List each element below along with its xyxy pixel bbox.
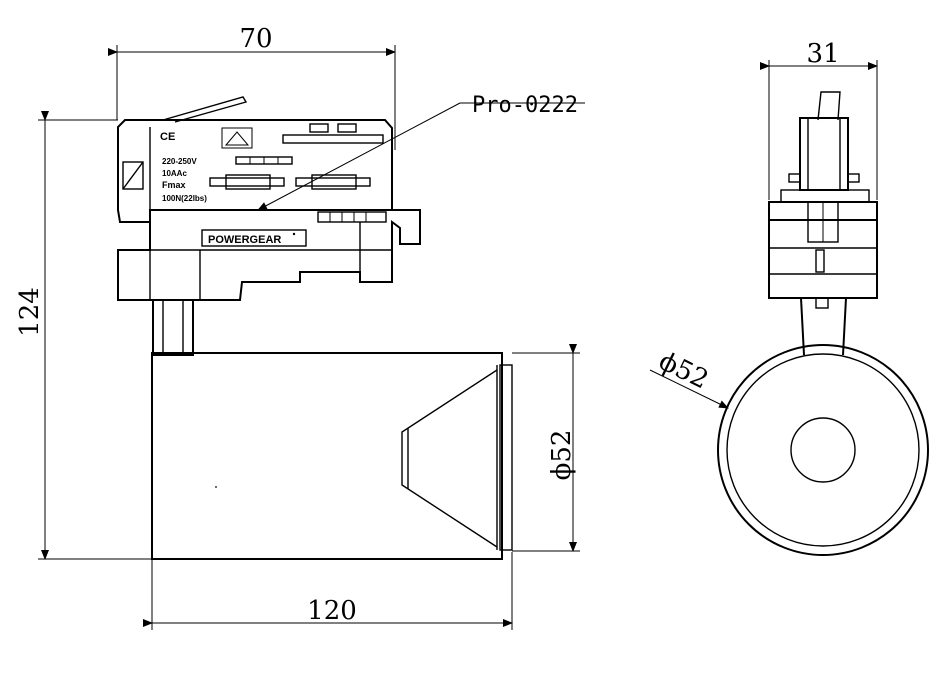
dim-bottom-length-label: 120	[307, 596, 357, 626]
voltage-label: 220-250V	[162, 157, 197, 166]
dim-front-diameter: ϕ52	[512, 344, 580, 552]
dim-side-width-label: 31	[806, 39, 839, 69]
brand-label: POWERGEAR	[208, 234, 281, 246]
side-lamp-face	[717, 344, 929, 556]
current-label: 10AAc	[162, 169, 187, 178]
load-label: 100N(22lbs)	[162, 194, 207, 203]
ce-mark: CE	[160, 131, 175, 143]
dim-height: 124	[15, 111, 152, 560]
side-view: 31	[649, 39, 929, 556]
fmax-label: Fmax	[162, 180, 186, 190]
model-callout-label: Pro-0222	[472, 93, 578, 118]
dim-side-width: 31	[760, 39, 878, 200]
dim-side-diameter: ϕ52	[649, 346, 729, 409]
front-view: 70 124 120 ϕ52 Pro-0222	[15, 24, 585, 630]
dim-top-width-label: 70	[239, 24, 272, 54]
lamp-housing	[151, 352, 513, 560]
dim-bottom-length: 120	[143, 552, 513, 630]
dim-height-label: 124	[15, 287, 45, 337]
side-adapter	[768, 91, 878, 356]
track-adapter: CE 220-250V 10AAc Fmax 100N(22lbs)	[117, 96, 421, 356]
dim-side-diameter-label: ϕ52	[654, 346, 713, 395]
dim-top-width: 70	[108, 24, 396, 150]
model-callout: Pro-0222	[257, 93, 585, 211]
dim-front-diameter-label: ϕ52	[547, 430, 577, 481]
